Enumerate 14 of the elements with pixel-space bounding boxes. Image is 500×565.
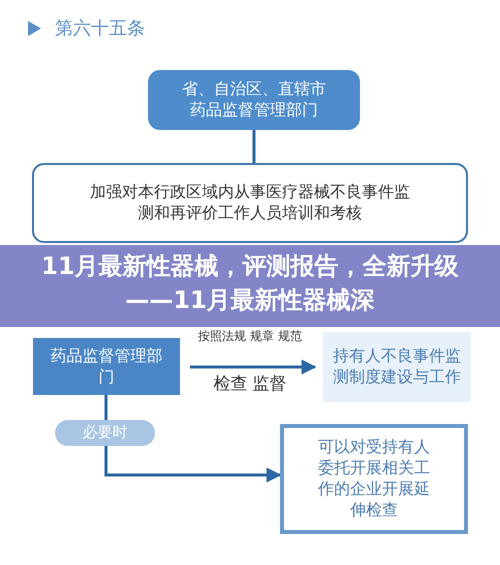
text-box: 必要时: [55, 420, 155, 446]
note-text: 检查 监督: [212, 374, 288, 396]
headline-banner: 11月最新性器械，评测报告，全新升级——11月最新性器械深: [0, 245, 500, 327]
arrow: [190, 360, 316, 374]
text-box: 持有人不良事件监测制度建设与工作: [323, 332, 471, 402]
text-box: 药品监督管理部门: [33, 338, 180, 395]
arrow: [104, 446, 282, 482]
edge-label: 按照法规 规章 规范: [197, 329, 303, 344]
text-box: 省、自治区、直辖市药品监督管理部门: [148, 70, 360, 130]
section-title: 第六十五条: [55, 17, 145, 40]
text-box: 可以对受持有人委托开展相关工作的企业开展延伸检查: [280, 424, 468, 534]
text-box: 加强对本行政区域内从事医疗器械不良事件监测和再评价工作人员培训和考核: [32, 163, 468, 243]
connector-line: [252, 130, 256, 163]
connector-line: [104, 395, 108, 420]
